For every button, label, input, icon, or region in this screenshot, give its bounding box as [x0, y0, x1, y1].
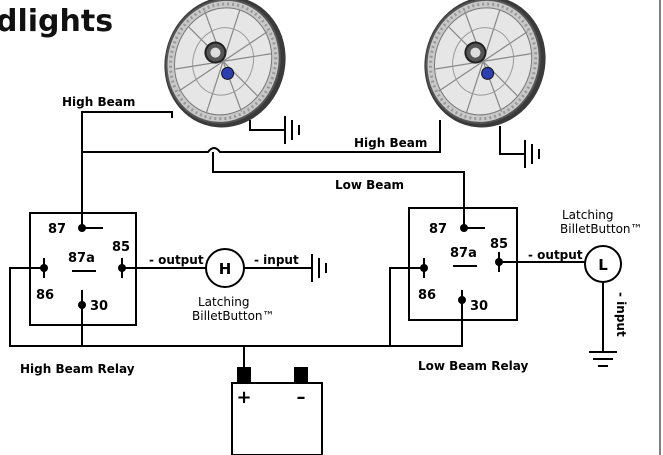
- button-h-input-label: - input: [254, 253, 299, 267]
- relay-low-beam: 87 87a 85 86 30: [408, 207, 518, 321]
- pin-87a-label: 87a: [68, 251, 95, 266]
- pin-86-label: 86: [36, 288, 54, 303]
- pin-87-label: 87: [48, 222, 66, 237]
- ground-symbol-right-headlight: [524, 140, 540, 168]
- pin-86-label: 86: [418, 288, 436, 303]
- relay-low-beam-caption: Low Beam Relay: [418, 359, 528, 373]
- relay-high-beam: 87 87a 85 86 30: [29, 212, 137, 326]
- battery-plus-label: +: [236, 387, 251, 408]
- pin-30-label: 30: [470, 299, 488, 314]
- wire-label-low-beam: Low Beam: [335, 178, 404, 192]
- wires: [9, 111, 604, 376]
- relay-high-beam-caption: High Beam Relay: [20, 362, 135, 376]
- pin-85-label: 85: [490, 237, 508, 252]
- billetbutton-l: L: [584, 245, 622, 283]
- button-l-caption-line1: Latching: [562, 208, 614, 222]
- headlight-right: [424, 0, 546, 128]
- ground-symbol-left-headlight: [284, 116, 300, 144]
- wire-label-high-beam-left: High Beam: [62, 95, 135, 109]
- headlight-left: [164, 0, 286, 128]
- pin-85-label: 85: [112, 240, 130, 255]
- battery: + –: [231, 367, 323, 455]
- wire-label-high-beam-right: High Beam: [354, 136, 427, 150]
- button-h-output-label: - output: [149, 253, 204, 267]
- pin-87-label: 87: [429, 222, 447, 237]
- battery-minus-label: –: [297, 387, 306, 408]
- ground-symbol-button-l: [589, 351, 617, 367]
- ground-symbol-button-h: [311, 254, 327, 282]
- button-l-output-label: - output: [528, 248, 583, 262]
- billetbutton-h: H: [205, 248, 245, 288]
- button-l-caption-line2: BilletButton™: [560, 222, 643, 236]
- page-title: dlights: [0, 4, 113, 39]
- button-h-letter: H: [219, 260, 232, 278]
- button-l-input-label: - input: [614, 292, 628, 337]
- pin-30-label: 30: [90, 299, 108, 314]
- button-h-caption-line1: Latching: [198, 295, 250, 309]
- pin-87a-label: 87a: [450, 246, 477, 261]
- button-h-caption-line2: BilletButton™: [192, 309, 275, 323]
- button-l-letter: L: [598, 256, 608, 274]
